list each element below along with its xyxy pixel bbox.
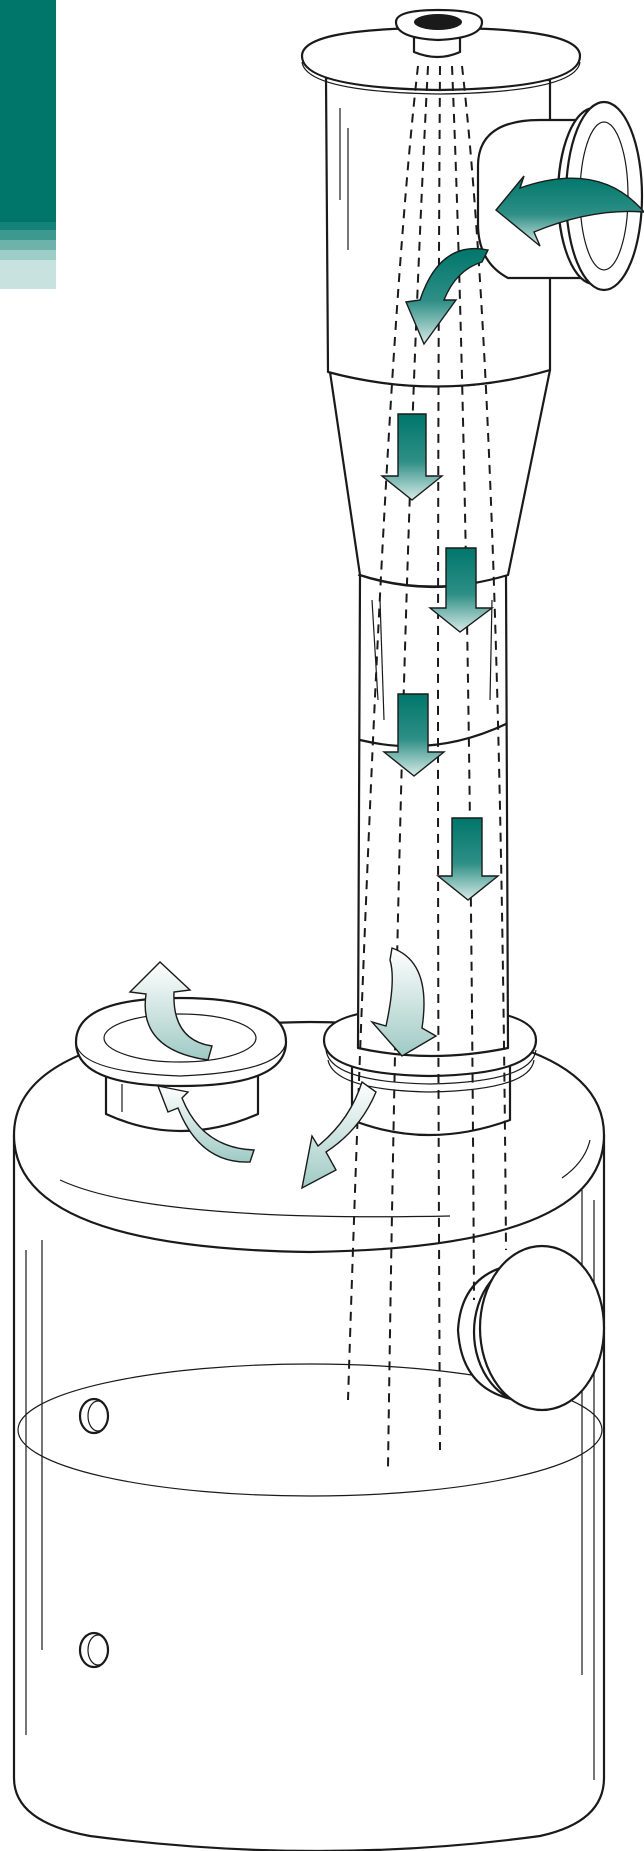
- downpipe: [356, 573, 510, 1058]
- swatch-band-6: [0, 260, 56, 289]
- particle-paths: [347, 65, 507, 1469]
- bottom-swirl-arrow: [369, 947, 438, 1057]
- drum-hole-lower: [78, 1631, 110, 1669]
- swatch-band-4: [0, 240, 56, 250]
- lid-center-port: [414, 14, 462, 30]
- cyclone-lid: [300, 8, 582, 95]
- exhaust-up-arrow: [156, 1085, 255, 1163]
- down-arrow-4: [436, 817, 500, 901]
- swatch-band-1: [0, 0, 56, 222]
- down-arrow-1: [380, 413, 444, 501]
- side-port: [456, 1244, 606, 1412]
- drum: [12, 1020, 606, 1851]
- color-swatch: [0, 0, 56, 289]
- swirl-flow-arrow: [404, 247, 490, 346]
- swatch-band-5: [0, 250, 56, 260]
- swatch-band-2: [0, 222, 56, 230]
- down-arrow-2: [428, 547, 495, 633]
- down-arrow-3: [382, 693, 446, 777]
- inlet-flow-arrow: [495, 175, 644, 247]
- exhaust-out-arrow: [128, 961, 213, 1061]
- flow-arrows-light: [128, 947, 438, 1190]
- drum-hole-upper: [78, 1397, 110, 1435]
- flow-arrows-dark: [380, 175, 644, 901]
- swatch-band-3: [0, 230, 56, 240]
- outlet-swirl-arrow: [301, 1080, 377, 1190]
- liquid-level: [17, 1363, 603, 1497]
